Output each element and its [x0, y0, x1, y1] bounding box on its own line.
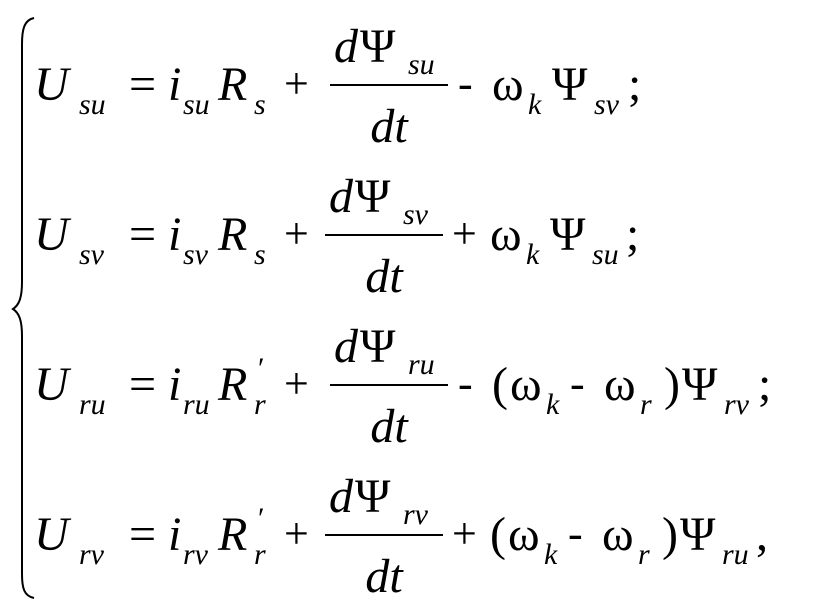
symbol-subscript: r [638, 538, 650, 571]
omega-symbol: ω [490, 208, 522, 261]
resistance-subscript: r [254, 538, 266, 571]
current-subscript: rv [183, 538, 209, 571]
fraction-numerator-subscript: su [408, 48, 435, 81]
fraction-numerator-subscript: sv [403, 198, 429, 231]
plus-sign: + [284, 209, 309, 258]
omega-symbol: ω [508, 508, 540, 561]
operator-sign: - [458, 59, 473, 108]
current-symbol: i [168, 358, 181, 411]
symbol-subscript: k [528, 88, 542, 121]
punctuation: , [756, 508, 768, 561]
open-paren: ( [490, 508, 506, 561]
lhs-subscript: rv [79, 538, 105, 571]
symbol-subscript: ru [722, 538, 749, 571]
current-subscript: ru [183, 388, 210, 421]
psi-symbol: Ψ [680, 508, 716, 561]
omega-symbol: ω [604, 358, 636, 411]
current-subscript: sv [183, 238, 209, 271]
close-paren: ) [662, 508, 678, 561]
resistance-symbol: R [217, 358, 247, 411]
equals-sign: = [129, 58, 156, 111]
open-paren: ( [492, 358, 508, 411]
operator-sign: - [570, 359, 585, 408]
fraction-numerator-psi: Ψ [355, 170, 391, 223]
current-symbol: i [168, 508, 181, 561]
fraction-numerator-subscript: rv [403, 498, 429, 531]
lhs-symbol: U [34, 208, 72, 261]
operator-sign: + [452, 509, 477, 558]
fraction-denominator: dt [370, 400, 409, 453]
fraction-denominator: dt [370, 100, 409, 153]
resistance-prime: ′ [258, 502, 265, 535]
resistance-symbol: R [217, 508, 247, 561]
resistance-symbol: R [217, 58, 247, 111]
fraction-denominator: dt [365, 250, 404, 303]
equals-sign: = [129, 358, 156, 411]
punctuation: ; [626, 208, 639, 261]
operator-sign: - [568, 509, 583, 558]
lhs-symbol: U [34, 508, 72, 561]
current-symbol: i [168, 208, 181, 261]
current-subscript: su [183, 88, 210, 121]
symbol-subscript: r [640, 388, 652, 421]
resistance-symbol: R [217, 208, 247, 261]
fraction-numerator-psi: Ψ [360, 320, 396, 373]
close-paren: ) [664, 358, 680, 411]
plus-sign: + [284, 59, 309, 108]
resistance-subscript: s [254, 88, 266, 121]
equals-sign: = [129, 208, 156, 261]
punctuation: ; [758, 358, 771, 411]
fraction-numerator-d: d [329, 170, 354, 223]
fraction-numerator-d: d [329, 470, 354, 523]
resistance-subscript: r [254, 388, 266, 421]
symbol-subscript: k [544, 538, 558, 571]
omega-symbol: ω [602, 508, 634, 561]
plus-sign: + [284, 359, 309, 408]
punctuation: ; [628, 58, 641, 111]
resistance-subscript: s [254, 238, 266, 271]
psi-symbol: Ψ [550, 208, 586, 261]
lhs-subscript: ru [79, 388, 106, 421]
operator-sign: + [452, 209, 477, 258]
psi-symbol: Ψ [552, 58, 588, 111]
symbol-subscript: k [546, 388, 560, 421]
omega-symbol: ω [510, 358, 542, 411]
symbol-subscript: k [526, 238, 540, 271]
fraction-denominator: dt [365, 550, 404, 603]
lhs-subscript: su [79, 88, 106, 121]
fraction-numerator-d: d [334, 20, 359, 73]
psi-symbol: Ψ [682, 358, 718, 411]
symbol-subscript: rv [724, 388, 750, 421]
fraction-numerator-subscript: ru [408, 348, 435, 381]
equals-sign: = [129, 508, 156, 561]
resistance-prime: ′ [258, 352, 265, 385]
fraction-numerator-d: d [334, 320, 359, 373]
fraction-numerator-psi: Ψ [355, 470, 391, 523]
fraction-numerator-psi: Ψ [360, 20, 396, 73]
lhs-symbol: U [34, 58, 72, 111]
left-brace [11, 17, 35, 599]
lhs-symbol: U [34, 358, 72, 411]
symbol-subscript: su [592, 238, 619, 271]
operator-sign: - [458, 359, 473, 408]
current-symbol: i [168, 58, 181, 111]
symbol-subscript: sv [594, 88, 620, 121]
lhs-subscript: sv [79, 238, 105, 271]
omega-symbol: ω [492, 58, 524, 111]
plus-sign: + [284, 509, 309, 558]
